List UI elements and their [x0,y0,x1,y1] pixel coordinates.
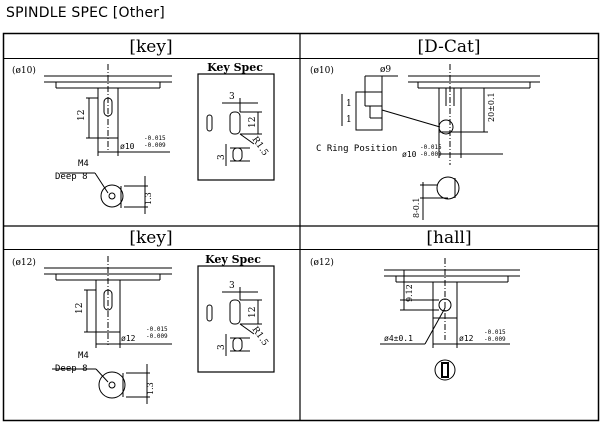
hole-dim: ø4±0.1 [384,334,413,343]
diameter-label: (ø12) [310,257,334,268]
depth-label: 12 [77,110,87,121]
tolerance-upper: -0.015 [144,135,166,142]
spec-width: 3 [229,92,235,102]
spec-length: 12 [248,117,258,128]
c-ring-label: C Ring Position [316,144,397,154]
screw-label: M4 [78,159,89,169]
tolerance-diameter: ø12 [459,334,474,343]
tolerance-lower: -0.009 [146,333,168,340]
header-dcat: [D-Cat] [418,37,481,57]
header-key-2: [key] [129,228,172,248]
diameter-label: (ø12) [12,257,36,268]
deep-label: Deep 8 [55,364,88,374]
diameter-label: (ø10) [12,65,36,76]
top-dim: 9.12 [405,284,414,302]
table-grid [2,32,600,422]
length-dim: 20±0.1 [487,92,496,122]
tolerance-upper: -0.015 [484,329,506,336]
flat-label: 1.3 [146,382,155,395]
spec-width: 3 [229,281,235,291]
tolerance-diameter: ø12 [121,334,136,343]
side-dim-2: 1 [346,115,352,125]
tolerance-diameter: ø10 [402,150,417,159]
key-spec-title: Key Spec [205,253,261,266]
key-drawing-2: (ø12) [12,256,275,404]
dcat-drawing: (ø10) [310,64,540,220]
header-hall: [hall] [426,228,471,248]
diameter-label: (ø10) [310,65,334,76]
tolerance-lower: -0.009 [420,151,442,158]
side-dim-1: 1 [346,99,352,109]
depth-label: 12 [75,303,85,314]
deep-label: Deep 8 [55,172,88,182]
tolerance-lower: -0.009 [484,336,506,343]
spec-thickness: 3 [217,344,227,350]
flat-label: 8-0.1 [412,197,421,218]
flat-label: 1.3 [144,192,153,205]
spec-radius: R1.5 [250,135,270,158]
tolerance-upper: -0.015 [420,144,442,151]
tolerance-upper: -0.015 [146,326,168,333]
spec-length: 12 [248,307,258,318]
tolerance-diameter: ø10 [120,142,135,151]
key-spec-title: Key Spec [207,61,263,74]
key-drawing-1: (ø10) [12,64,275,214]
screw-label: M4 [78,351,89,361]
hall-drawing: (ø12) [310,257,520,381]
page-title: SPINDLE SPEC [Other] [6,5,165,21]
tolerance-lower: -0.009 [144,142,166,149]
spec-radius: R1.5 [250,325,270,348]
header-key-1: [key] [129,37,172,57]
spec-thickness: 3 [217,154,227,160]
top-dim: ø9 [380,65,391,75]
